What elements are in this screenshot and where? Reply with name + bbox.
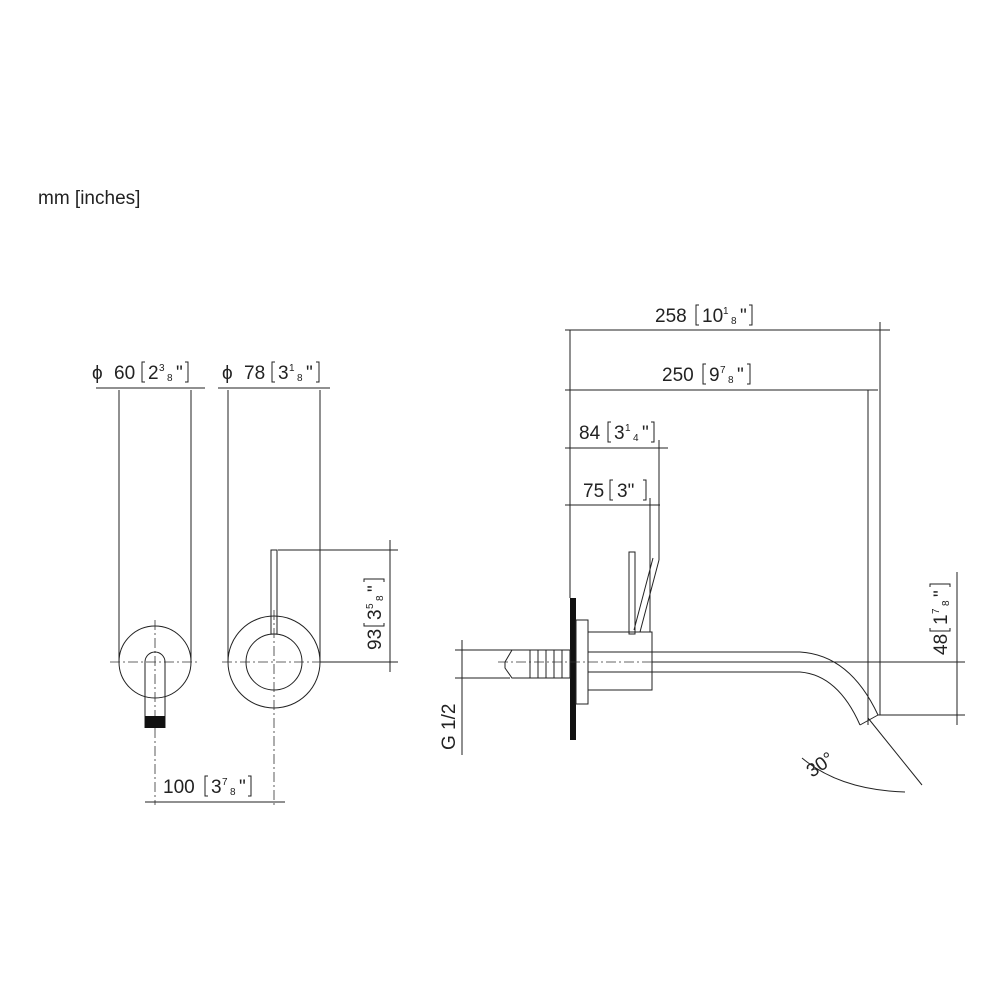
mixer-lever [270, 549, 278, 635]
dim-78-mm: 78 [244, 363, 265, 384]
dim-60-inch-whole: 2 [148, 363, 159, 384]
dim-75-mm: 75 [583, 481, 604, 502]
dim-60-inch-num: 3 [159, 363, 165, 374]
thread-label: G 1/2 [439, 704, 460, 750]
dim-60-inch-den: 8 [167, 373, 173, 384]
wall-plate [570, 598, 576, 740]
spout-front-view [96, 387, 205, 805]
dim-78-inch-num: 1 [289, 363, 295, 374]
dimension-93 [278, 540, 398, 672]
dim-258-mm: 258 [655, 306, 687, 327]
dim-100-inch-quote: " [239, 777, 246, 798]
dim-60-mm: 60 [114, 363, 135, 384]
dim-78-inch-den: 8 [297, 373, 303, 384]
dim-78-inch-quote: " [306, 363, 313, 384]
mixer-front-view [218, 387, 330, 805]
dim-93-inch-quote: " [365, 585, 386, 592]
dim-250-inch-whole: 9 [709, 365, 720, 386]
dim-48-inch-num: 7 [931, 608, 942, 614]
dim-93-inch-den: 8 [375, 595, 386, 601]
dim-100-mm: 100 [163, 777, 195, 798]
dim-60-inch-quote: " [176, 363, 183, 384]
dim-78-symbol: ϕ [222, 363, 233, 384]
dim-48-inch-den: 8 [941, 600, 952, 606]
angle-30 [801, 717, 923, 793]
units-label: mm [inches] [38, 188, 141, 209]
dim-250-inch-den: 8 [728, 375, 734, 386]
dim-250-inch-num: 7 [720, 365, 726, 376]
dimension-84 [565, 440, 668, 560]
dim-78-inch-whole: 3 [278, 363, 289, 384]
dim-93-mm: 93 [365, 629, 386, 650]
dim-258-inch-den: 8 [731, 316, 737, 327]
dim-48-inch-whole: 1 [931, 614, 952, 625]
dim-75-inch: 3" [617, 481, 634, 502]
dim-258-inch-quote: " [740, 306, 747, 327]
dim-84-inch-num: 1 [625, 423, 631, 434]
dim-93-inch-whole: 3 [365, 609, 386, 620]
dimension-258 [565, 322, 890, 715]
dimension-250 [565, 389, 878, 725]
dim-84-inch-den: 4 [633, 433, 639, 444]
dim-250-inch-quote: " [737, 365, 744, 386]
dim-84-inch-quote: " [642, 423, 649, 444]
dim-48-mm: 48 [931, 634, 952, 655]
dimension-75 [565, 498, 660, 632]
dim-93-inch-num: 5 [365, 603, 376, 609]
dim-250-mm: 250 [662, 365, 694, 386]
dim-100-inch-num: 7 [222, 777, 228, 788]
dim-48-inch-quote: " [931, 590, 952, 597]
dim-258-inch-num: 1 [723, 306, 729, 317]
dim-100-inch-den: 8 [230, 787, 236, 798]
dim-60-symbol: ϕ [92, 363, 103, 384]
dim-84-mm: 84 [579, 423, 601, 444]
side-lever [628, 551, 636, 635]
side-view [455, 551, 880, 755]
dim-258-inch-whole: 10 [702, 306, 723, 327]
spout-outlet-aerator [145, 716, 165, 728]
dim-100-inch-whole: 3 [211, 777, 222, 798]
dimension-48 [652, 572, 965, 725]
dim-84-inch-whole: 3 [614, 423, 625, 444]
